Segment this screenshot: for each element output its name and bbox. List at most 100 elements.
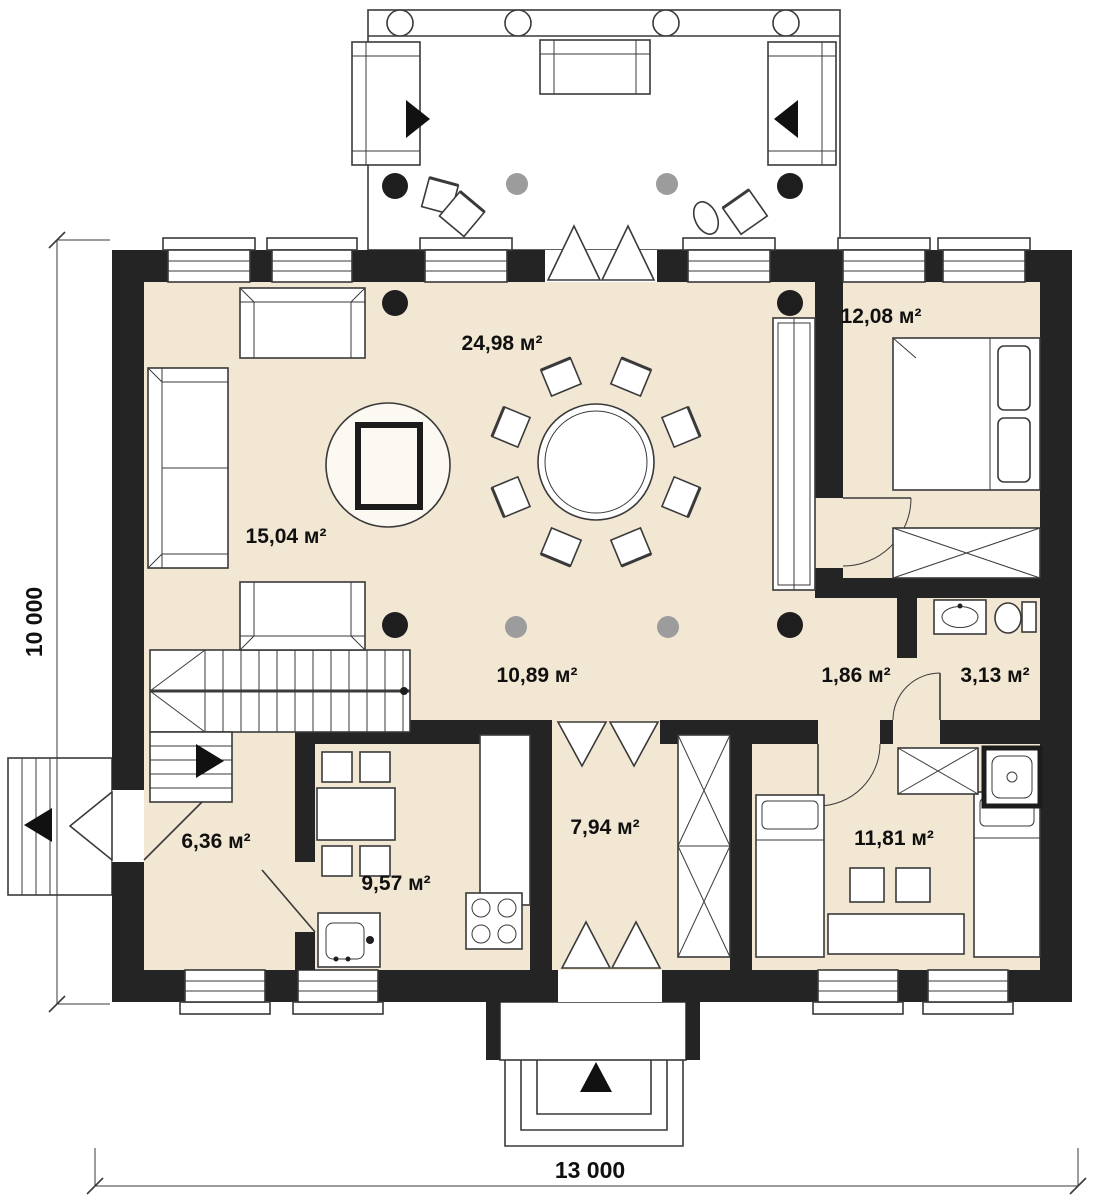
light-dot xyxy=(657,616,679,638)
terrace-side-table xyxy=(692,201,720,235)
terrace-chair xyxy=(438,190,486,238)
porch-step xyxy=(536,1060,652,1115)
window xyxy=(937,237,1031,283)
wall-right xyxy=(1040,250,1072,1002)
dining-chair xyxy=(490,405,532,449)
terrace-column-icon xyxy=(504,9,532,37)
chair xyxy=(321,751,353,783)
window xyxy=(922,969,1014,1015)
dining-chair xyxy=(609,526,653,568)
single-bed xyxy=(973,791,1041,958)
door-leaf xyxy=(261,869,316,933)
stairs-lower-flight xyxy=(149,731,233,803)
window xyxy=(812,969,904,1015)
light-dot xyxy=(656,173,678,195)
dim-tick xyxy=(1069,1177,1087,1195)
kitchen-furniture xyxy=(316,734,531,968)
column-dot xyxy=(777,290,803,316)
pillow xyxy=(997,417,1031,483)
room-area-label: 12,08 м² xyxy=(841,305,922,328)
room-area-label: 10,89 м² xyxy=(497,664,578,687)
chair xyxy=(359,845,391,877)
entrance-arrow-icon xyxy=(24,808,52,842)
wardrobe-column xyxy=(677,734,731,958)
sofa-left xyxy=(147,367,229,569)
kitchen-door xyxy=(261,869,316,933)
dining-chair xyxy=(660,405,702,449)
room-area-label: 15,04 м² xyxy=(246,525,327,548)
terrace-column-icon xyxy=(386,9,414,37)
bathroom-fixtures xyxy=(933,599,1037,635)
child-room-furniture xyxy=(677,734,731,958)
kitchen-table-set xyxy=(316,751,396,877)
bedroom1-door xyxy=(842,497,912,567)
dining-chair xyxy=(490,475,532,519)
light-dot xyxy=(505,616,527,638)
room-area-label: 7,94 м² xyxy=(570,816,639,839)
wardrobe xyxy=(897,747,979,795)
dining-chair xyxy=(660,475,702,519)
dresser xyxy=(827,913,965,955)
window xyxy=(292,969,384,1015)
dim-tick xyxy=(48,231,66,249)
column-dot xyxy=(382,612,408,638)
room-area-label: 11,81 м² xyxy=(854,827,934,850)
dimension-bottom: 13 000 xyxy=(86,1148,1087,1195)
bedroom2-furniture xyxy=(755,745,1043,958)
dining-table xyxy=(537,403,655,521)
sofa-top xyxy=(239,287,366,359)
entrance-arrow-icon xyxy=(580,1062,612,1092)
terrace-door xyxy=(545,224,657,282)
tall-cabinet xyxy=(772,317,816,591)
window xyxy=(837,237,931,283)
column-dot xyxy=(777,612,803,638)
room-area-label: 6,36 м² xyxy=(181,830,250,853)
window xyxy=(162,237,256,283)
interior-dots xyxy=(382,290,803,638)
terrace-sofa-right xyxy=(767,41,837,166)
column-dot xyxy=(382,290,408,316)
toilet xyxy=(994,601,1037,634)
porch-pier xyxy=(686,1002,700,1060)
light-dot xyxy=(506,173,528,195)
door-leaf xyxy=(143,801,203,861)
stairs xyxy=(149,649,411,803)
window xyxy=(266,237,358,283)
porch-door xyxy=(558,920,662,1002)
dimension-width-label: 13 000 xyxy=(555,1157,625,1183)
room-area-label: 9,57 м² xyxy=(361,872,430,895)
room-labels: 24,98 м² 12,08 м² 15,04 м² 10,89 м² 1,86… xyxy=(181,305,1029,895)
wall-left xyxy=(112,250,144,1002)
terrace-bench xyxy=(539,39,651,95)
window xyxy=(682,237,776,283)
dimension-height-label: 10 000 xyxy=(21,587,47,657)
porch-pier xyxy=(486,1002,500,1060)
terrace-chair xyxy=(721,188,769,236)
chair xyxy=(359,751,391,783)
window xyxy=(179,969,271,1015)
porch-landing xyxy=(499,1001,687,1061)
bedroom1-furniture xyxy=(892,337,1041,579)
kitchen-counter xyxy=(479,734,531,906)
terrace xyxy=(351,9,841,251)
stairs-arrow-icon xyxy=(196,744,224,778)
coffee-table-rug xyxy=(325,402,451,528)
dining-set xyxy=(490,356,702,568)
coffee-table xyxy=(355,422,423,510)
porch-step xyxy=(504,1060,684,1147)
room-area-label: 3,13 м² xyxy=(960,664,1029,687)
bathroom-door xyxy=(892,672,941,721)
entry-door xyxy=(68,790,203,862)
chair xyxy=(321,845,353,877)
dimension-left: 10 000 xyxy=(21,231,110,1013)
terrace-column-icon xyxy=(772,9,800,37)
front-porch xyxy=(486,1001,700,1147)
stairs-newel xyxy=(400,687,408,695)
kitchen-sink xyxy=(317,912,381,968)
dining-chair xyxy=(609,356,653,398)
column-dot xyxy=(777,173,803,199)
shower-tray xyxy=(981,745,1043,809)
dim-tick xyxy=(48,995,66,1013)
